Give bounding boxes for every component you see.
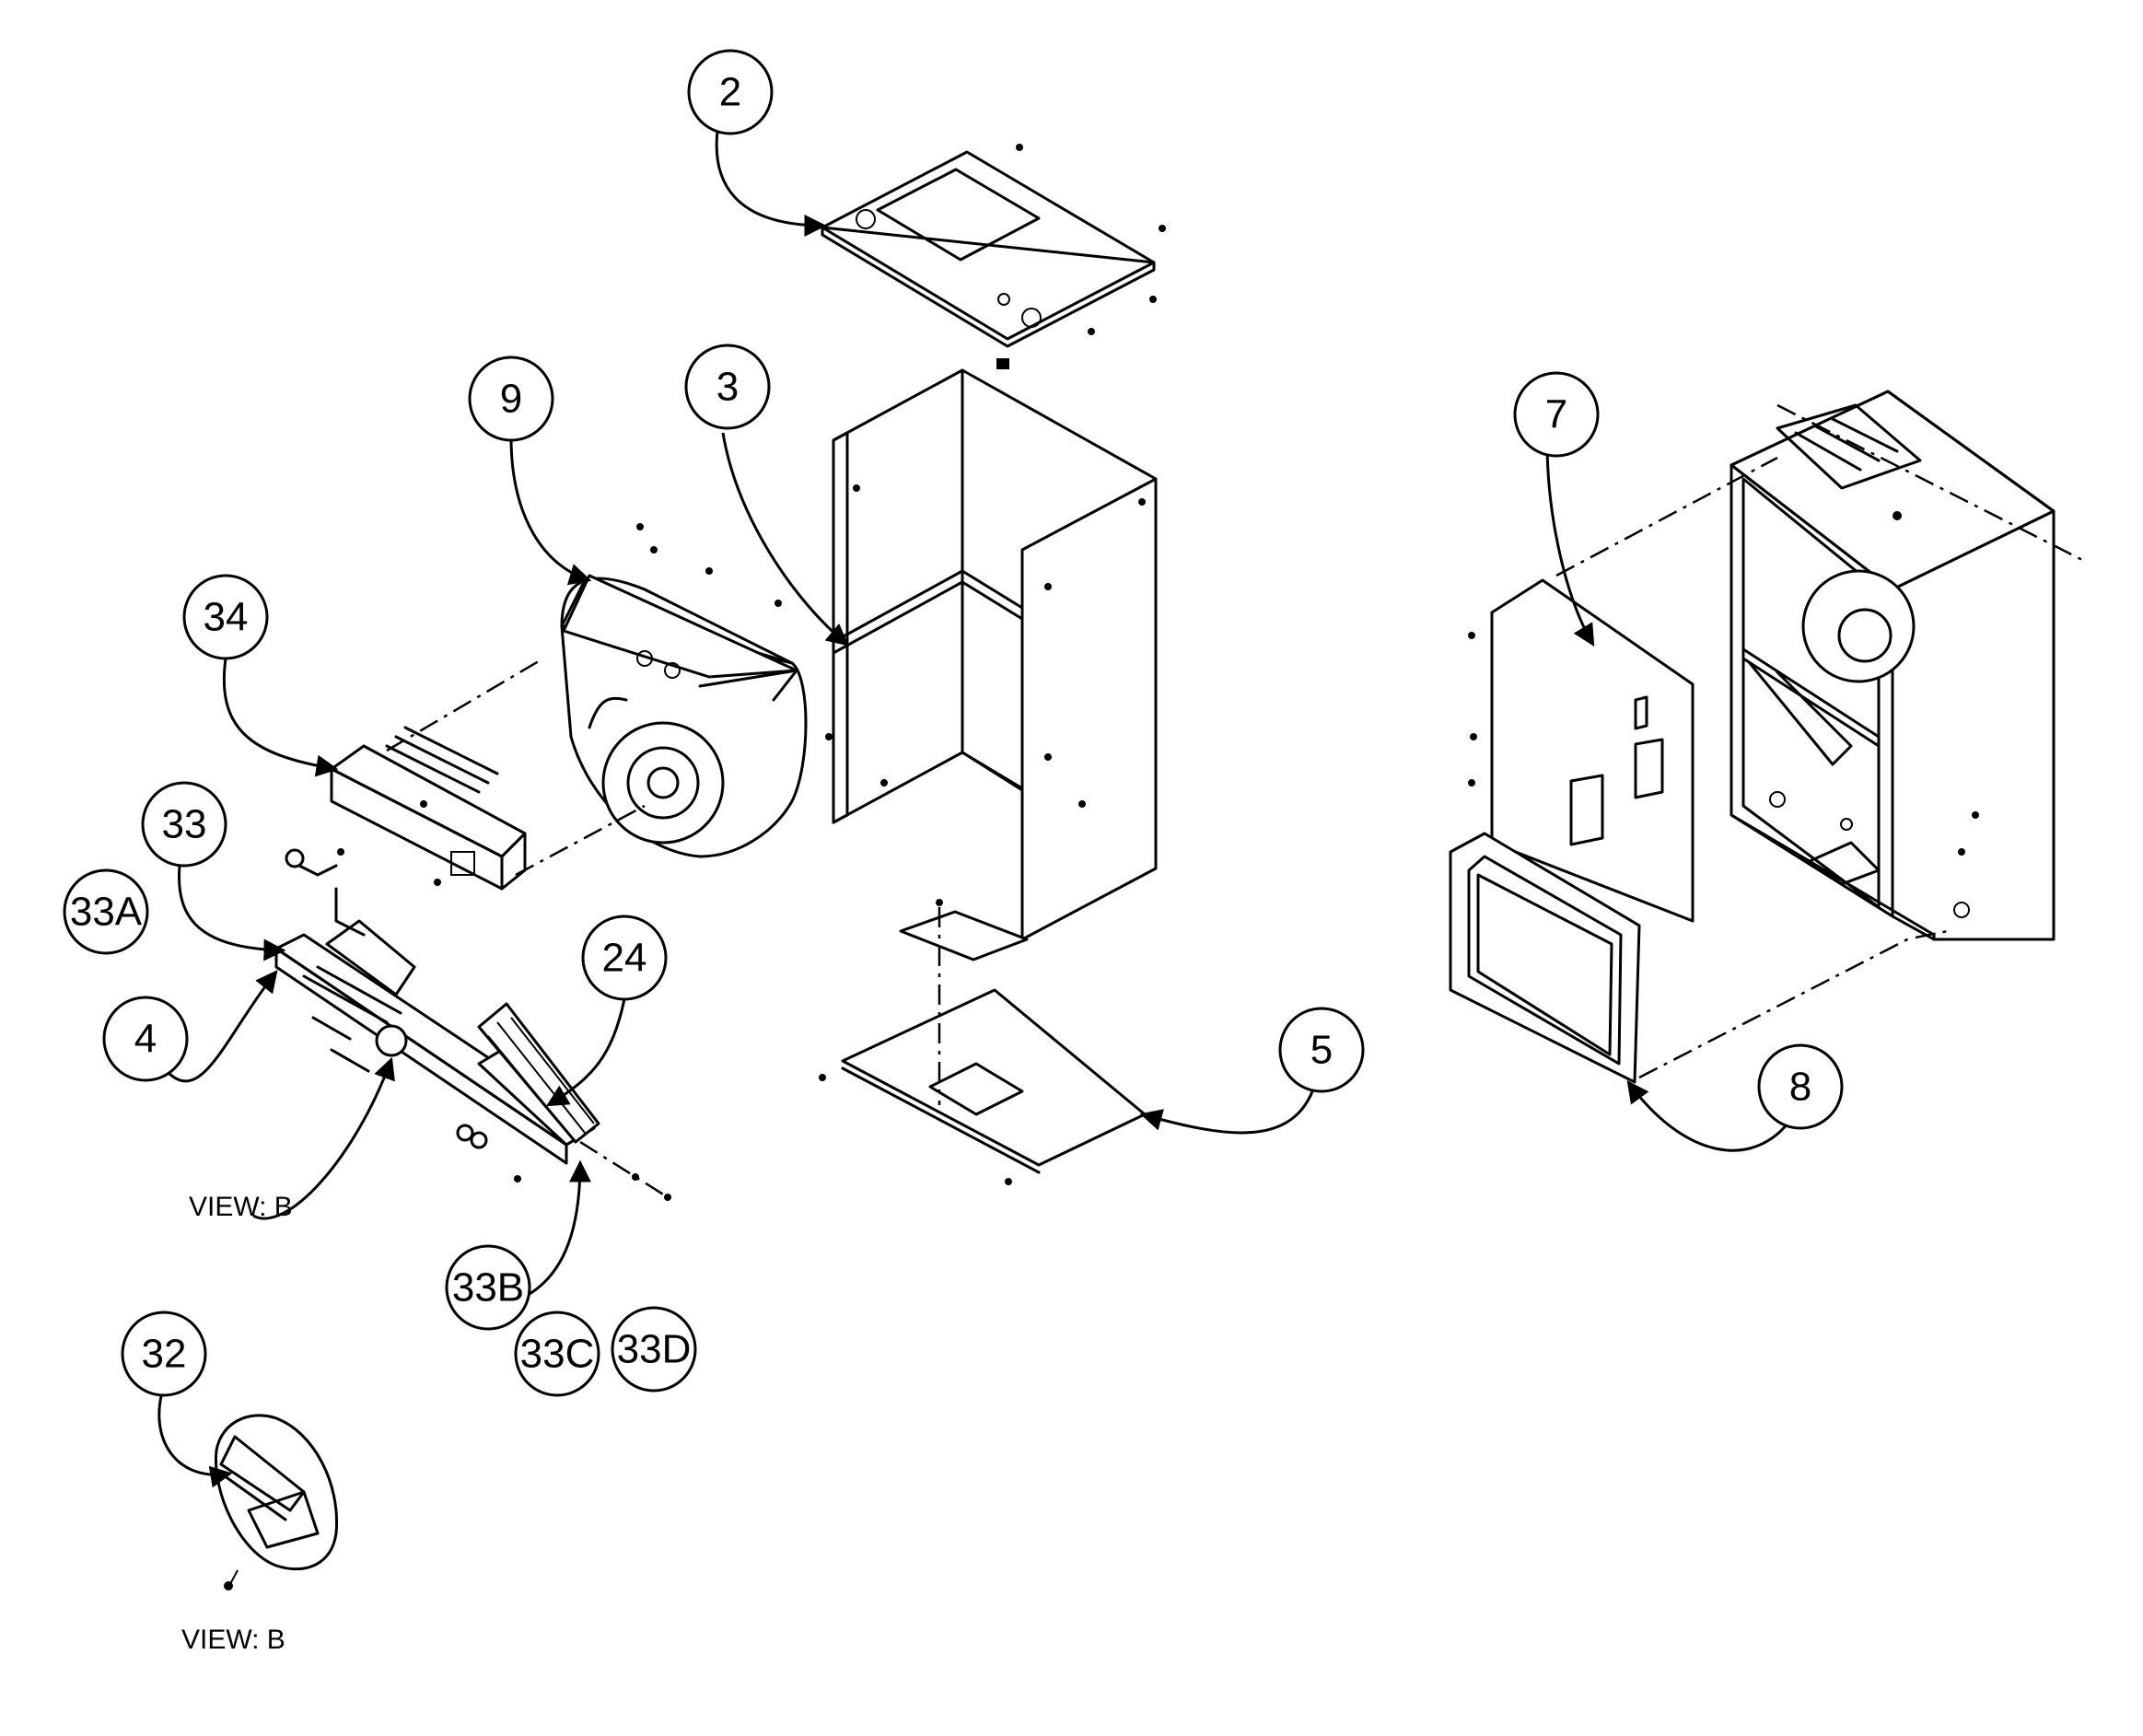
control-assembly-part bbox=[330, 657, 646, 891]
view-b-label-lower: VIEW: B bbox=[181, 1625, 285, 1655]
callout-5: 5 bbox=[1278, 1007, 1365, 1093]
callout-32-label: 32 bbox=[142, 1332, 187, 1377]
callout-33a: 33A bbox=[63, 868, 149, 955]
callout-4: 4 bbox=[102, 996, 189, 1082]
callout-33c: 33C bbox=[514, 1311, 600, 1397]
callout-33: 33 bbox=[141, 781, 227, 868]
callout-2: 2 bbox=[687, 49, 774, 135]
callout-7-label: 7 bbox=[1545, 392, 1567, 437]
callout-3-label: 3 bbox=[716, 365, 739, 410]
callout-4-label: 4 bbox=[134, 1017, 157, 1062]
callout-32: 32 bbox=[121, 1311, 207, 1397]
callout-33b-label: 33B bbox=[452, 1265, 524, 1311]
callout-9-label: 9 bbox=[500, 377, 522, 422]
filter-frame-part bbox=[1449, 832, 1641, 1084]
bottom-panel-part bbox=[819, 899, 1147, 1185]
callout-9: 9 bbox=[468, 355, 554, 442]
callout-34: 34 bbox=[182, 574, 269, 660]
callout-33d: 33D bbox=[611, 1306, 697, 1392]
burner-assembly-part bbox=[274, 848, 671, 1201]
callout-24: 24 bbox=[581, 915, 668, 1001]
callout-3: 3 bbox=[684, 344, 771, 430]
view-b-label-upper: VIEW: B bbox=[189, 1192, 293, 1222]
callout-34-label: 34 bbox=[204, 595, 249, 640]
callout-5-label: 5 bbox=[1310, 1028, 1333, 1073]
callout-33c-label: 33C bbox=[520, 1332, 595, 1377]
callout-8: 8 bbox=[1757, 1043, 1844, 1130]
blower-part bbox=[560, 523, 808, 858]
cabinet-wrapper-part bbox=[825, 368, 1158, 941]
callout-33b: 33B bbox=[445, 1244, 531, 1331]
callout-33d-label: 33D bbox=[617, 1327, 692, 1372]
callout-8-label: 8 bbox=[1789, 1065, 1811, 1110]
alignment-lines bbox=[1555, 403, 2087, 1079]
callout-7: 7 bbox=[1513, 371, 1600, 458]
callout-33a-label: 33A bbox=[70, 890, 143, 935]
assembled-furnace-unit bbox=[1730, 390, 2056, 941]
leader-lines bbox=[157, 123, 1793, 1488]
callout-2-label: 2 bbox=[719, 70, 741, 115]
door-panel-part bbox=[1468, 578, 1695, 923]
callout-24-label: 24 bbox=[602, 936, 647, 981]
top-panel-part bbox=[821, 144, 1166, 369]
callout-33-label: 33 bbox=[162, 802, 207, 847]
detail-view-b-part bbox=[214, 1414, 339, 1590]
manifold-part bbox=[477, 1002, 600, 1144]
